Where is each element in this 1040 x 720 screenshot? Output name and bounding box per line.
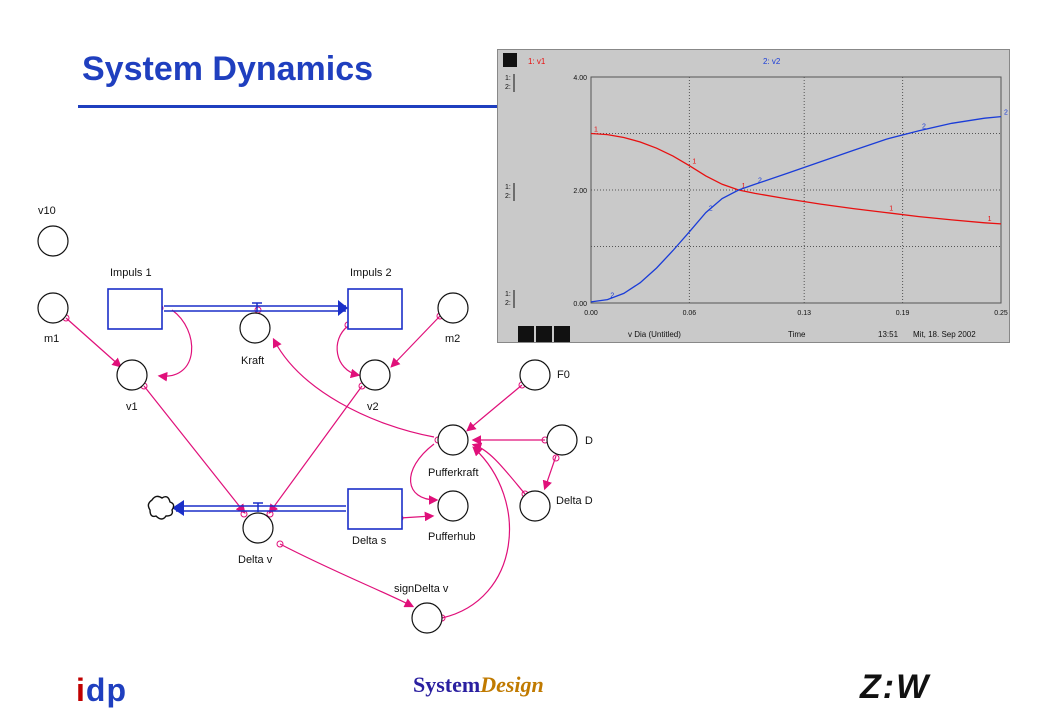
axis-tag-bot-2: 2: [505, 300, 511, 307]
label-pufferhub: Pufferhub [428, 531, 476, 543]
cloud-icon [147, 495, 175, 520]
axis-tag-top-1: 1: [505, 75, 511, 82]
y-tick-label: 0.00 [573, 301, 587, 308]
label-impuls1: Impuls 1 [110, 267, 152, 279]
converter-m1[interactable] [37, 292, 69, 324]
link-impuls2-v2 [336, 325, 361, 379]
status-time: 13:51 [878, 330, 899, 339]
link-deltas-pufferhub [399, 511, 435, 522]
idp-logo: idp [76, 672, 127, 708]
converter-v1[interactable] [116, 359, 148, 391]
label-f0: F0 [557, 369, 570, 381]
converter-d[interactable] [546, 424, 578, 456]
axis-tag-mid-1: 1: [505, 184, 511, 191]
converter-m2[interactable] [437, 292, 469, 324]
page-title: System Dynamics [82, 50, 374, 88]
flow-kraft-arrowhead [338, 300, 348, 316]
ziw-logo: Z:W [860, 668, 931, 706]
series-marker-v2: 2 [1004, 110, 1008, 117]
series-marker-v2: 2 [758, 177, 762, 184]
converter-sign-delta-v[interactable] [411, 602, 443, 634]
series-marker-v2: 2 [709, 206, 713, 213]
status-date: Mit, 18. Sep 2002 [913, 330, 976, 339]
x-tick-label: 0.06 [683, 310, 697, 317]
converter-delta-v[interactable] [242, 512, 274, 544]
label-delta-s: Delta s [352, 535, 387, 547]
series-line-v2 [590, 115, 1002, 303]
link-signdeltav-pufferkraft [441, 446, 511, 619]
link-m1-v1 [65, 317, 122, 368]
label-impuls2: Impuls 2 [350, 267, 392, 279]
series-marker-v2: 2 [610, 293, 614, 300]
link-deltad-pufferkraft [471, 442, 526, 495]
line-chart: 1: v1 2: v2 1: 2: 1: 2: 1: 2: 0.00 0.06 0.… [503, 53, 1008, 342]
converter-pufferkraft[interactable] [437, 424, 469, 456]
x-tick-label: 0.00 [584, 310, 598, 317]
stock-delta-s[interactable] [347, 488, 403, 530]
status-axis: Time [788, 330, 806, 339]
link-f0-pufferkraft [466, 384, 523, 432]
label-kraft: Kraft [241, 355, 264, 367]
series-line-v1 [590, 132, 1002, 225]
converter-v10[interactable] [37, 225, 69, 257]
link-pufferkraft-kraft [272, 337, 435, 438]
converter-kraft[interactable] [239, 312, 271, 344]
label-v2: v2 [367, 401, 379, 413]
series-marker-v1: 1 [742, 183, 746, 190]
label-pufferkraft: Pufferkraft [428, 467, 479, 479]
stock-impuls2[interactable] [347, 288, 403, 330]
converter-f0[interactable] [519, 359, 551, 391]
x-tick-label: 0.19 [896, 310, 910, 317]
axis-tag-bot-1: 1: [505, 291, 511, 298]
link-d-deltad [542, 455, 557, 491]
series-marker-v2: 2 [922, 124, 926, 131]
title-underline [78, 105, 508, 108]
series-marker-v1: 1 [692, 159, 696, 166]
link-impuls1-v1 [157, 309, 193, 382]
label-v10: v10 [38, 205, 56, 217]
stock-impuls1[interactable] [107, 288, 163, 330]
link-deltav-signdeltav [279, 543, 415, 608]
legend-v2: 2: v2 [763, 57, 781, 66]
converter-v2[interactable] [359, 359, 391, 391]
y-tick-label: 4.00 [573, 75, 587, 82]
converter-delta-d[interactable] [519, 490, 551, 522]
link-v2-deltav [268, 385, 363, 514]
label-m1: m1 [44, 333, 59, 345]
legend-v1: 1: v1 [528, 57, 546, 66]
link-v1-deltav [143, 385, 246, 514]
link-pufferkraft-pufferhub [409, 443, 439, 505]
x-tick-label: 0.25 [994, 310, 1008, 317]
flow-deltav-arrowhead [172, 500, 184, 516]
axis-tag-top-2: 2: [505, 84, 511, 91]
label-sign-delta-v: signDelta v [394, 583, 449, 595]
systemdesign-logo: SystemDesign [413, 672, 544, 697]
label-m2: m2 [445, 333, 460, 345]
label-d: D [585, 435, 593, 447]
axis-tag-mid-2: 2: [505, 193, 511, 200]
y-tick-label: 2.00 [573, 188, 587, 195]
converter-pufferhub[interactable] [437, 490, 469, 522]
series-marker-v1: 1 [594, 127, 598, 134]
series-marker-v1: 1 [988, 216, 992, 223]
x-tick-label: 0.13 [797, 310, 811, 317]
label-delta-v: Delta v [238, 554, 273, 566]
graph-panel[interactable]: 1: v1 2: v2 1: 2: 1: 2: 1: 2: 0.00 0.06 0.… [497, 49, 1010, 343]
series-marker-v1: 1 [889, 206, 893, 213]
link-m2-v2 [390, 315, 441, 368]
status-page: v Dia (Untitled) [628, 330, 681, 339]
label-v1: v1 [126, 401, 138, 413]
label-delta-d: Delta D [556, 495, 593, 507]
